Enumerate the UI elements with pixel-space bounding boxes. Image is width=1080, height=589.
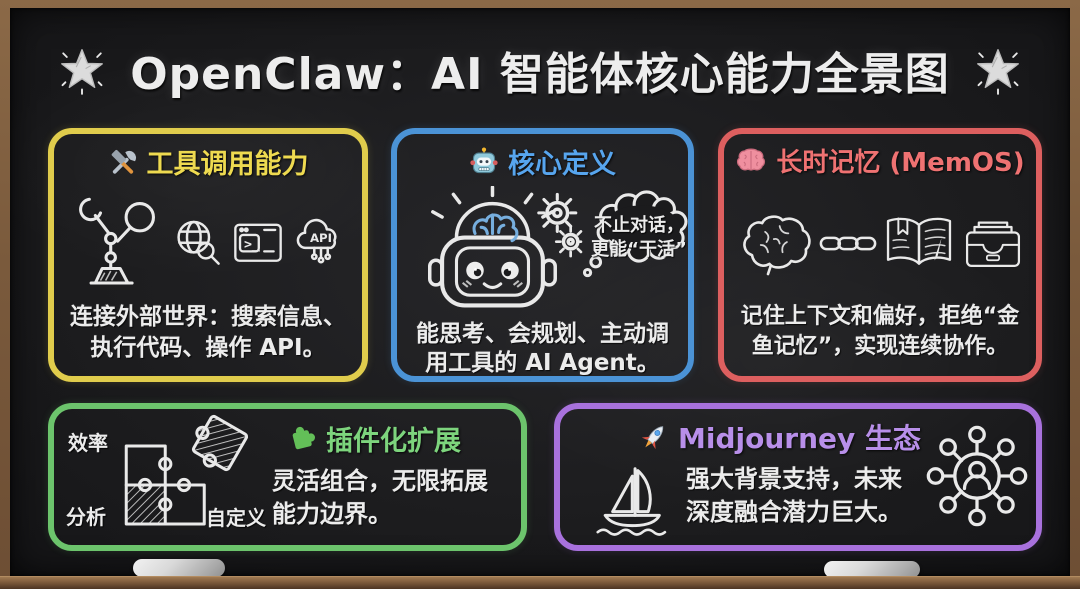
card-midjourney-ecosystem-body: 强大背景支持，未来深度融合潜力巨大。 xyxy=(686,465,902,526)
hammer-wrench-icon xyxy=(108,147,138,177)
terminal-icon: >_ xyxy=(233,219,283,265)
card-core-definition-body: 能思考、会规划、主动调用工具的 AI Agent。 xyxy=(416,321,669,376)
card-midjourney-ecosystem: Midjourney 生态 强大背景支持，未来深度融合潜力巨大。 xyxy=(554,403,1042,551)
thought-bubble-text: 不止对话， 更能“干活” xyxy=(591,215,687,260)
card-plugin-extension-header: 插件化扩展 xyxy=(249,419,499,458)
thought-bubble-icon xyxy=(583,190,691,286)
puzzle-label-efficiency: 效率 xyxy=(68,431,108,455)
brain-chalk-icon xyxy=(736,210,816,277)
card-title: 工具调用能力 xyxy=(146,149,309,180)
chalk-piece xyxy=(133,559,225,577)
page-title: OpenClaw：AI 智能体核心能力全景图 xyxy=(130,49,950,100)
card-tool-calling: 工具调用能力 xyxy=(48,128,368,382)
rocket-icon xyxy=(639,422,669,452)
card-core-definition-header: 核心定义 xyxy=(397,142,688,181)
svg-text:>_: >_ xyxy=(244,237,260,252)
brain-emoji-icon xyxy=(735,147,767,174)
card-long-term-memory-header: 长时记忆 (MemOS) xyxy=(724,142,1036,179)
robot-brain-illustration xyxy=(403,186,583,320)
card-plugin-extension-body: 灵活组合，无限拓展能力边界。 xyxy=(272,467,488,528)
tool-icons: >_ API xyxy=(68,188,348,296)
globe-search-icon xyxy=(173,218,221,266)
puzzle-piece-icon xyxy=(287,424,317,454)
svg-text:API: API xyxy=(310,231,332,245)
puzzle-label-custom: 自定义 xyxy=(206,506,266,530)
gears-icon xyxy=(537,192,583,258)
title-bar: OpenClaw：AI 智能体核心能力全景图 xyxy=(0,30,1080,110)
archive-box-icon xyxy=(962,214,1024,272)
card-long-term-memory: 长时记忆 (MemOS) xyxy=(718,128,1042,382)
puzzle-grid-illustration xyxy=(106,413,256,539)
card-tool-calling-body: 连接外部世界：搜索信息、执行代码、操作 API。 xyxy=(70,304,346,361)
card-long-term-memory-body: 记住上下文和偏好，拒绝“金鱼记忆”，实现连续协作。 xyxy=(740,304,1020,359)
card-title: 插件化扩展 xyxy=(326,426,461,457)
card-title: 核心定义 xyxy=(508,149,616,180)
chalk-tray xyxy=(0,576,1080,589)
chalk-piece xyxy=(824,561,920,578)
card-title: 长时记忆 (MemOS) xyxy=(776,148,1025,178)
card-core-definition: 核心定义 xyxy=(391,128,694,382)
chain-icon xyxy=(819,232,877,255)
star-icon xyxy=(56,44,108,96)
sailboat-icon xyxy=(594,461,678,538)
api-cloud-icon: API xyxy=(294,216,348,268)
card-tool-calling-header: 工具调用能力 xyxy=(54,142,362,181)
card-midjourney-ecosystem-header: Midjourney 生态 xyxy=(580,417,980,457)
star-icon xyxy=(972,44,1024,96)
puzzle-label-analysis: 分析 xyxy=(66,505,106,529)
robot-emoji-icon xyxy=(469,147,499,177)
memory-icons xyxy=(736,196,1024,290)
card-plugin-extension: 效率 分析 自定义 xyxy=(48,403,527,551)
network-hub-icon xyxy=(924,423,1030,529)
robot-arm-magnifier-icon xyxy=(68,193,162,291)
open-book-icon xyxy=(879,212,959,274)
card-title: Midjourney 生态 xyxy=(677,422,921,455)
